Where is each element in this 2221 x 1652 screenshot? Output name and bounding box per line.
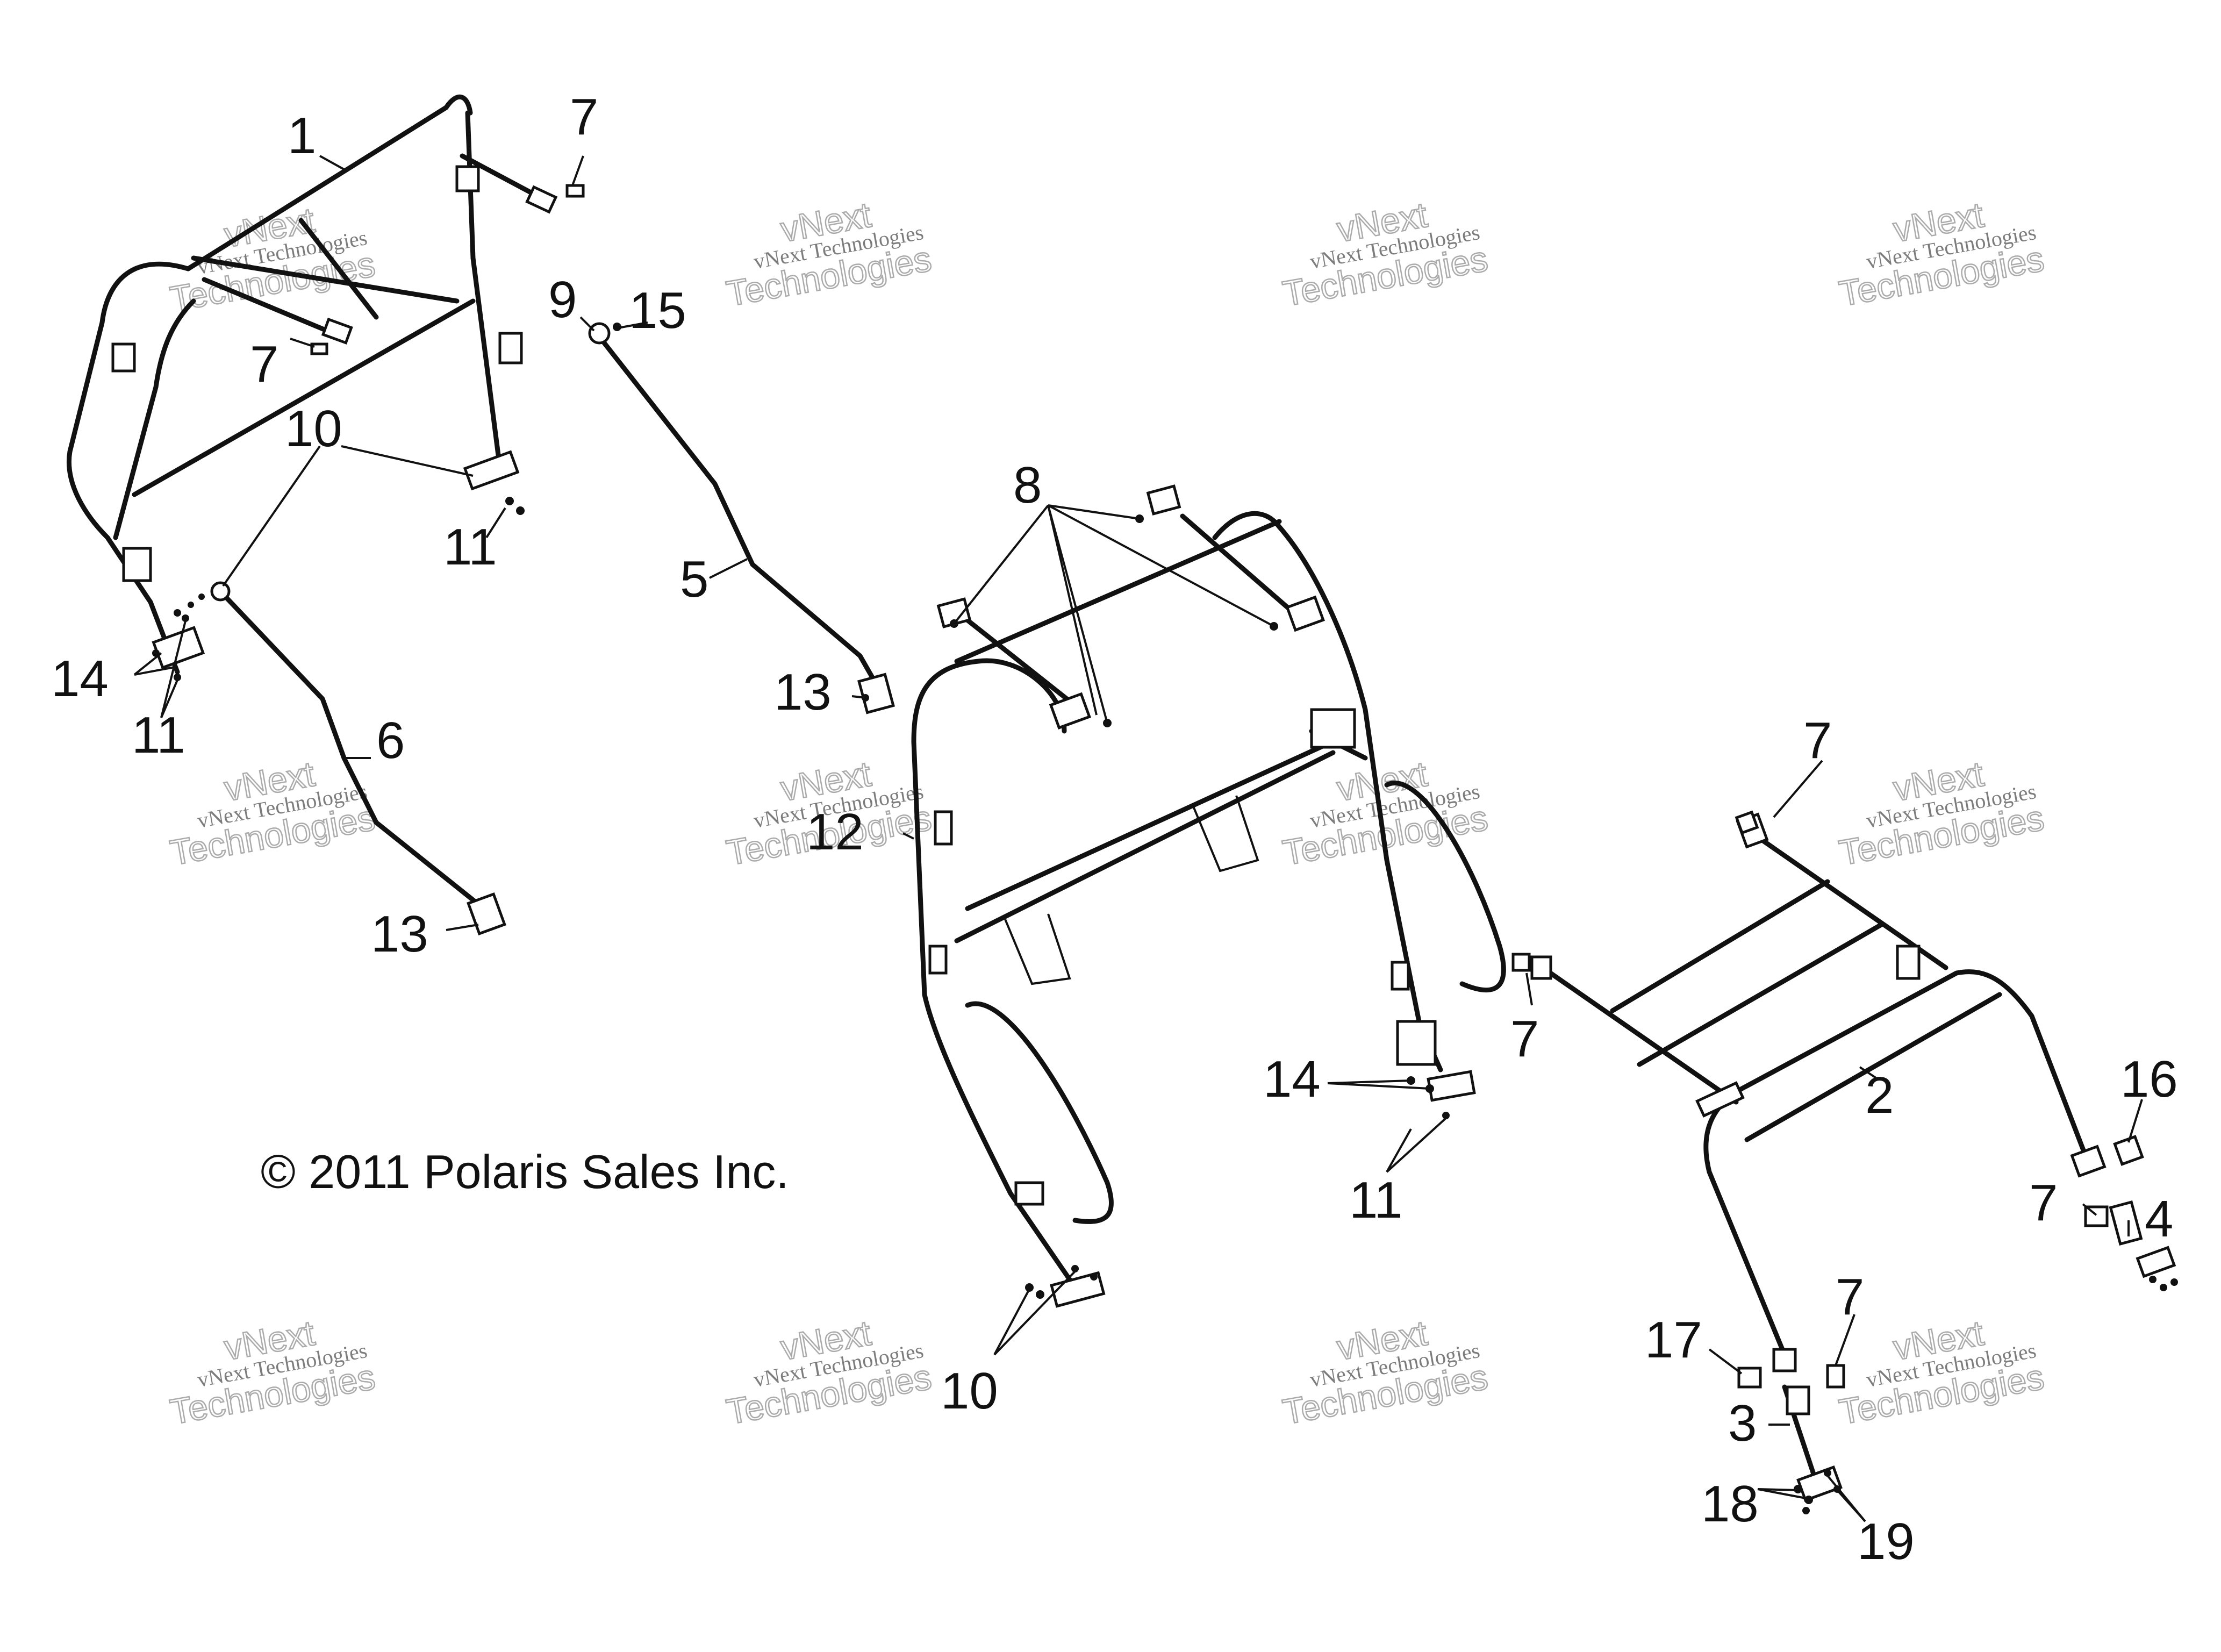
callout-18: 18 bbox=[1701, 1475, 1759, 1533]
callout-10: 10 bbox=[285, 400, 342, 457]
watermark: vNext Technologies vNext Technologies bbox=[1836, 194, 2048, 314]
callout-3: 3 bbox=[1728, 1394, 1757, 1452]
callout-13: 13 bbox=[774, 663, 832, 721]
callout-2: 2 bbox=[1865, 1067, 1894, 1124]
callout-15: 15 bbox=[629, 282, 686, 339]
callout-11: 11 bbox=[132, 706, 185, 764]
watermarks: vNext Technologies vNext Technologies vN… bbox=[167, 194, 2048, 1433]
callout-13: 13 bbox=[371, 905, 428, 963]
callout-10: 10 bbox=[941, 1362, 998, 1420]
callout-7: 7 bbox=[1803, 712, 1832, 769]
callout-14: 14 bbox=[51, 650, 109, 707]
watermark: vNext Technologies vNext Technologies bbox=[167, 199, 379, 320]
callout-11: 11 bbox=[1349, 1171, 1403, 1229]
callout-19: 19 bbox=[1857, 1513, 1915, 1570]
watermark: vNext Technologies vNext Technologies bbox=[1836, 1312, 2048, 1433]
copyright-notice: © 2011 Polaris Sales Inc. bbox=[261, 1145, 789, 1198]
part-4-leg bbox=[2084, 1135, 2178, 1291]
part-5-brace bbox=[588, 322, 895, 714]
watermark: vNext Technologies vNext Technologies bbox=[723, 194, 935, 314]
part-12-center-cage bbox=[911, 484, 1506, 1308]
callout-1: 1 bbox=[288, 107, 316, 165]
watermark: vNext Technologies vNext Technologies bbox=[723, 1312, 935, 1433]
watermark: vNext Technologies vNext Technologies bbox=[1279, 194, 1492, 314]
callout-4: 4 bbox=[2145, 1190, 2173, 1248]
callout-16: 16 bbox=[2120, 1050, 2178, 1108]
watermark: vNext Technologies vNext Technologies bbox=[1279, 1312, 1492, 1433]
callout-7: 7 bbox=[570, 88, 598, 146]
callout-12: 12 bbox=[806, 803, 864, 861]
callout-7: 7 bbox=[2029, 1174, 2058, 1232]
watermark: vNext Technologies vNext Technologies bbox=[167, 1312, 379, 1433]
callout-17: 17 bbox=[1645, 1311, 1702, 1369]
callout-7: 7 bbox=[250, 335, 278, 393]
callout-6: 6 bbox=[376, 712, 405, 769]
leader-lines bbox=[133, 155, 2143, 1522]
watermark: vNext Technologies vNext Technologies bbox=[1836, 753, 2048, 874]
callout-7: 7 bbox=[1836, 1268, 1864, 1326]
callout-9: 9 bbox=[548, 271, 577, 328]
callouts: 1 7 7 10 11 14 11 6 13 9 15 5 13 8 12 10… bbox=[51, 88, 2178, 1570]
part-2-rear-cage bbox=[1530, 812, 2107, 1357]
callout-14: 14 bbox=[1263, 1050, 1321, 1108]
callout-5: 5 bbox=[680, 550, 708, 608]
part-7-clips bbox=[1511, 810, 1759, 972]
part-1-front-cage bbox=[67, 94, 585, 681]
callout-7: 7 bbox=[1510, 1010, 1539, 1068]
callout-8: 8 bbox=[1013, 456, 1042, 514]
callout-11: 11 bbox=[443, 518, 497, 576]
